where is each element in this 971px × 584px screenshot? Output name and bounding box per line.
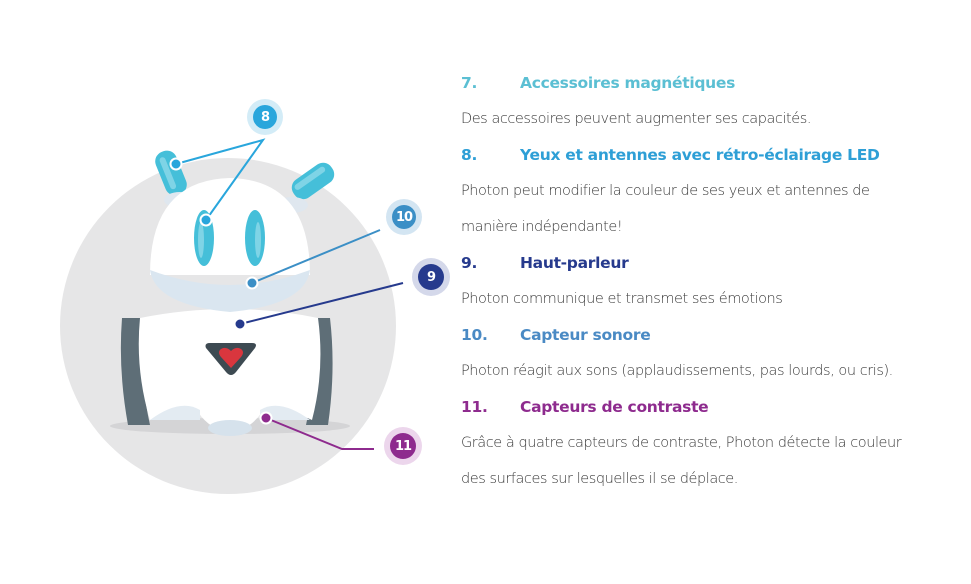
item-heading: 11. Capteurs de contraste xyxy=(461,394,961,430)
marker-10: 10 xyxy=(386,199,422,235)
item-title: Yeux et antennes avec rétro-éclairage LE… xyxy=(520,146,880,164)
marker-11: 11 xyxy=(384,427,422,465)
item-title: Haut-parleur xyxy=(520,254,629,272)
item-title: Capteur sonore xyxy=(520,326,651,344)
item-description: Photon communique et transmet ses émotio… xyxy=(461,281,961,317)
item-heading: 9. Haut-parleur xyxy=(461,250,961,286)
item-heading: 10. Capteur sonore xyxy=(461,322,961,358)
legend-item-11: 11. Capteurs de contraste Grâce à quatre… xyxy=(461,394,961,497)
marker-9-badge: 9 xyxy=(418,264,444,290)
item-description: Des accessoires peuvent augmenter ses ca… xyxy=(461,101,961,137)
feature-legend: 7. Accessoires magnétiques Des accessoir… xyxy=(461,70,961,502)
item-number: 9. xyxy=(461,254,478,272)
legend-item-9: 9. Haut-parleur Photon communique et tra… xyxy=(461,250,961,317)
item-number: 10. xyxy=(461,326,488,344)
legend-item-10: 10. Capteur sonore Photon réagit aux son… xyxy=(461,322,961,389)
description-line: Photon réagit aux sons (applaudissements… xyxy=(461,363,893,379)
item-number: 11. xyxy=(461,398,488,416)
item-title: Capteurs de contraste xyxy=(520,398,709,416)
item-title: Accessoires magnétiques xyxy=(520,74,736,92)
legend-item-7: 7. Accessoires magnétiques Des accessoir… xyxy=(461,70,961,137)
heart-display-icon xyxy=(205,343,256,375)
description-line: Des accessoires peuvent augmenter ses ca… xyxy=(461,111,811,127)
item-description: Photon réagit aux sons (applaudissements… xyxy=(461,353,961,389)
marker-9: 9 xyxy=(412,258,450,296)
item-number: 7. xyxy=(461,74,478,92)
item-description: Photon peut modifier la couleur de ses y… xyxy=(461,173,961,245)
legend-item-8: 8. Yeux et antennes avec rétro-éclairage… xyxy=(461,142,961,245)
marker-10-badge: 10 xyxy=(392,205,416,229)
description-line: Grâce à quatre capteurs de contraste, Ph… xyxy=(461,435,902,451)
marker-8-badge: 8 xyxy=(253,105,277,129)
item-description: Grâce à quatre capteurs de contraste, Ph… xyxy=(461,425,961,497)
description-line: Photon peut modifier la couleur de ses y… xyxy=(461,183,870,199)
description-line: manière indépendante! xyxy=(461,219,623,235)
description-line: Photon communique et transmet ses émotio… xyxy=(461,291,783,307)
item-heading: 7. Accessoires magnétiques xyxy=(461,70,961,106)
right-eye-icon xyxy=(245,210,265,266)
description-line: des surfaces sur lesquelles il se déplac… xyxy=(461,471,738,487)
item-number: 8. xyxy=(461,146,478,164)
marker-11-badge: 11 xyxy=(390,433,416,459)
photon-robot-illustration xyxy=(60,138,404,494)
marker-8: 8 xyxy=(247,99,283,135)
left-antenna-icon xyxy=(155,150,187,196)
item-heading: 8. Yeux et antennes avec rétro-éclairage… xyxy=(461,142,961,178)
right-antenna-icon xyxy=(291,162,335,200)
robot-diagram: 8 10 9 11 xyxy=(0,0,460,584)
